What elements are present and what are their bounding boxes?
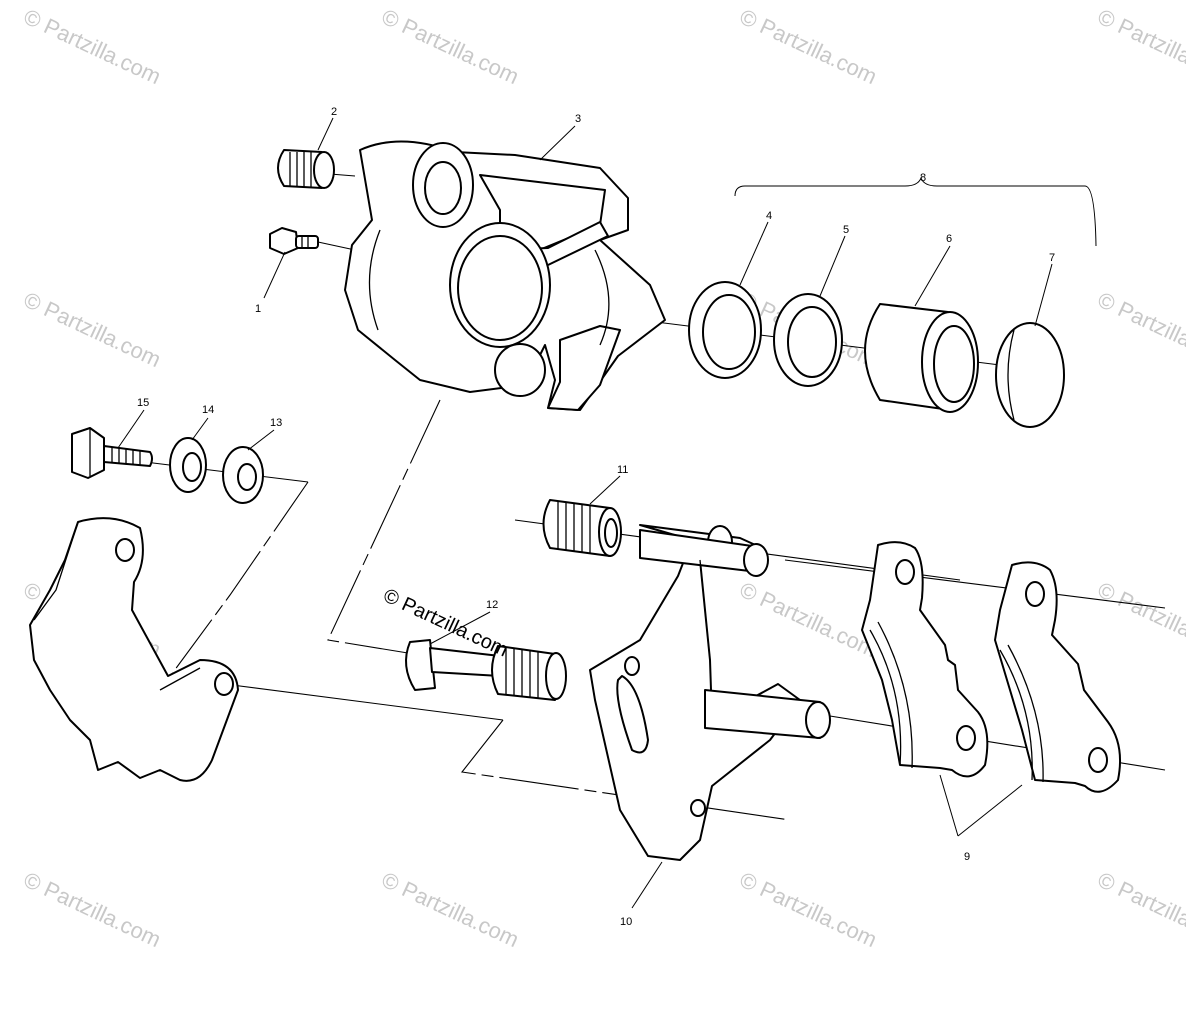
watermark: © Partzilla.com [1094, 867, 1186, 952]
watermark: © Partzilla.com [1094, 577, 1186, 662]
watermark: © Partzilla.com [736, 4, 881, 89]
part-8-kit-bracket [734, 176, 1097, 247]
callout-6: 6 [946, 233, 952, 245]
watermark: © Partzilla.com [378, 867, 523, 952]
callout-7: 7 [1049, 252, 1055, 264]
part-2-threaded-plug [277, 149, 335, 189]
part-7-boot [995, 322, 1065, 428]
leader-lines [117, 117, 1053, 909]
watermark: © Partzilla.com [1094, 287, 1186, 372]
callout-13: 13 [270, 417, 282, 429]
part-3-caliper-body [344, 140, 666, 411]
callout-5: 5 [843, 224, 849, 236]
callout-11: 11 [617, 464, 628, 476]
part-6-piston [864, 303, 979, 413]
callout-14: 14 [202, 404, 214, 416]
part-11-bushing [542, 499, 622, 557]
callout-4: 4 [766, 210, 772, 222]
callout-1: 1 [255, 303, 261, 315]
watermark: © Partzilla.com [20, 287, 165, 372]
callout-8: 8 [920, 172, 926, 184]
watermark: © Partzilla.com [1094, 4, 1186, 89]
callout-2: 2 [331, 106, 337, 118]
callout-3: 3 [575, 113, 581, 125]
watermark: © Partzilla.com [736, 867, 881, 952]
watermark: © Partzilla.com [20, 4, 165, 89]
part-15-bolt [71, 427, 153, 479]
watermark: © Partzilla.com [378, 4, 523, 89]
watermark: © Partzilla.com [736, 577, 881, 662]
part-12-guide-pin [405, 639, 567, 701]
callout-10: 10 [620, 916, 632, 928]
watermark: © Partzilla.com [20, 867, 165, 952]
part-1-bleeder-fitting [269, 227, 319, 255]
part-14-lock-washer [169, 437, 207, 493]
callout-12: 12 [486, 599, 498, 611]
callout-numbers: 1 2 3 4 5 6 7 8 9 10 11 12 13 14 15 [137, 106, 1055, 928]
callout-9: 9 [964, 851, 970, 863]
part-4-seal [688, 281, 762, 379]
part-5-seal [773, 293, 843, 387]
mounting-bracket-cutaway [29, 517, 239, 782]
part-10-caliper-bracket [589, 524, 831, 861]
callout-15: 15 [137, 397, 149, 409]
part-13-washer [222, 446, 264, 504]
part-9-brake-pads [861, 541, 1121, 793]
